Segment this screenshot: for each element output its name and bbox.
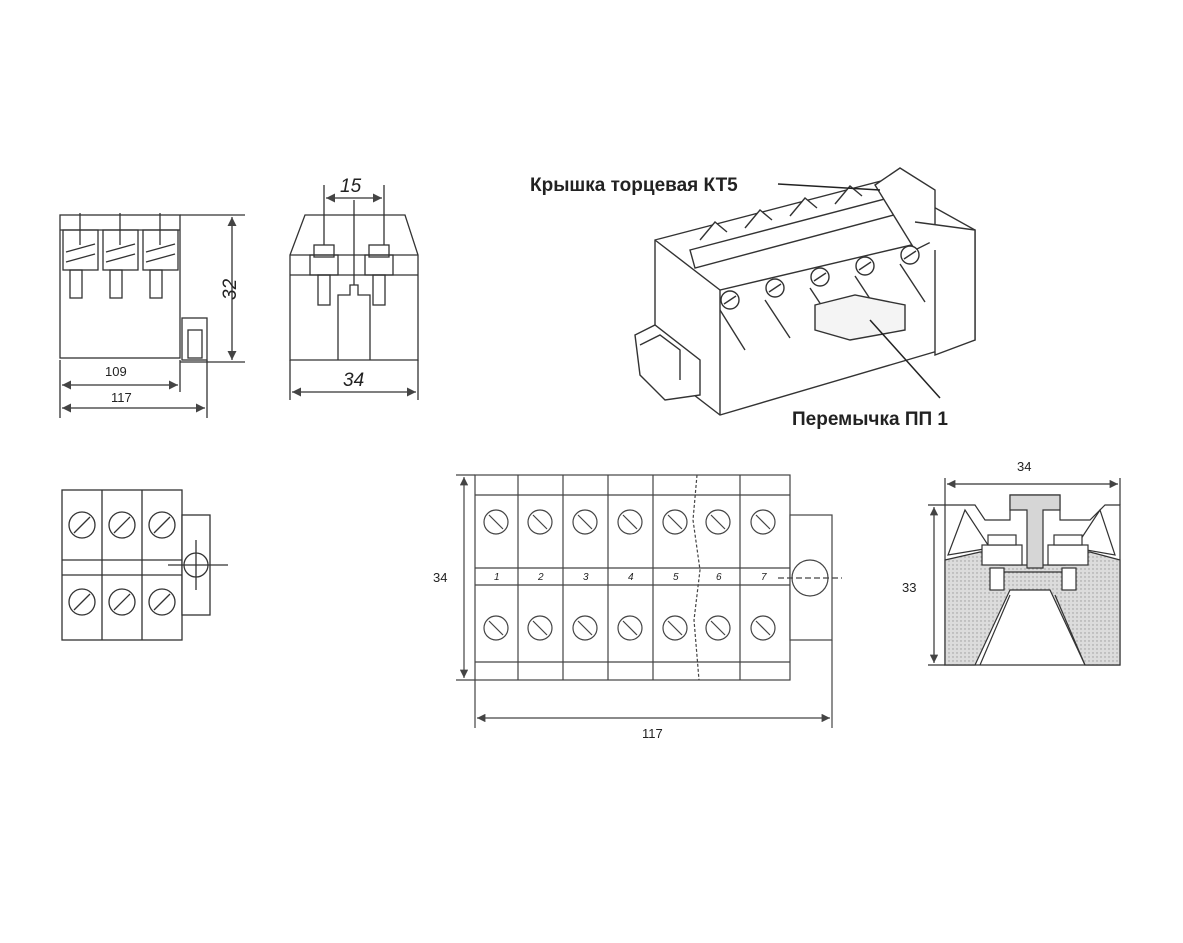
side-view-terminals	[62, 213, 179, 299]
strip-number: 2	[537, 572, 544, 583]
end-cover-label: Крышка торцевая КТ5	[530, 175, 738, 196]
strip-numbers: 1 2 3 4 5 6 7	[494, 572, 767, 583]
isometric-view	[634, 167, 976, 416]
side-view-inner-width: 109	[105, 364, 127, 379]
top-view-small	[61, 489, 228, 641]
plan-view-screws	[483, 509, 776, 641]
front-view-width: 34	[343, 370, 364, 391]
side-view-width: 117	[111, 390, 132, 405]
section-view-height: 33	[902, 580, 916, 595]
section-view-width: 34	[1017, 459, 1031, 474]
strip-number: 1	[494, 572, 500, 583]
front-view	[289, 185, 419, 400]
section-view	[928, 478, 1121, 666]
strip-number: 5	[673, 572, 679, 583]
front-view-pitch: 15	[340, 176, 362, 197]
side-view-height: 32	[220, 278, 241, 300]
plan-view-columns	[517, 475, 741, 680]
callout-leaders	[777, 183, 941, 399]
isometric-screws	[719, 245, 926, 351]
strip-number: 6	[716, 572, 722, 583]
plan-view-width: 117	[642, 726, 663, 741]
strip-number: 7	[761, 572, 767, 583]
plan-view	[456, 474, 842, 728]
strip-number: 4	[628, 572, 634, 583]
top-view-small-screws	[68, 511, 176, 616]
jumper-label: Перемычка ПП 1	[792, 409, 948, 430]
plan-view-height: 34	[433, 570, 447, 585]
strip-number: 3	[583, 572, 589, 583]
side-view	[59, 213, 245, 418]
jumper-plate	[814, 294, 906, 341]
